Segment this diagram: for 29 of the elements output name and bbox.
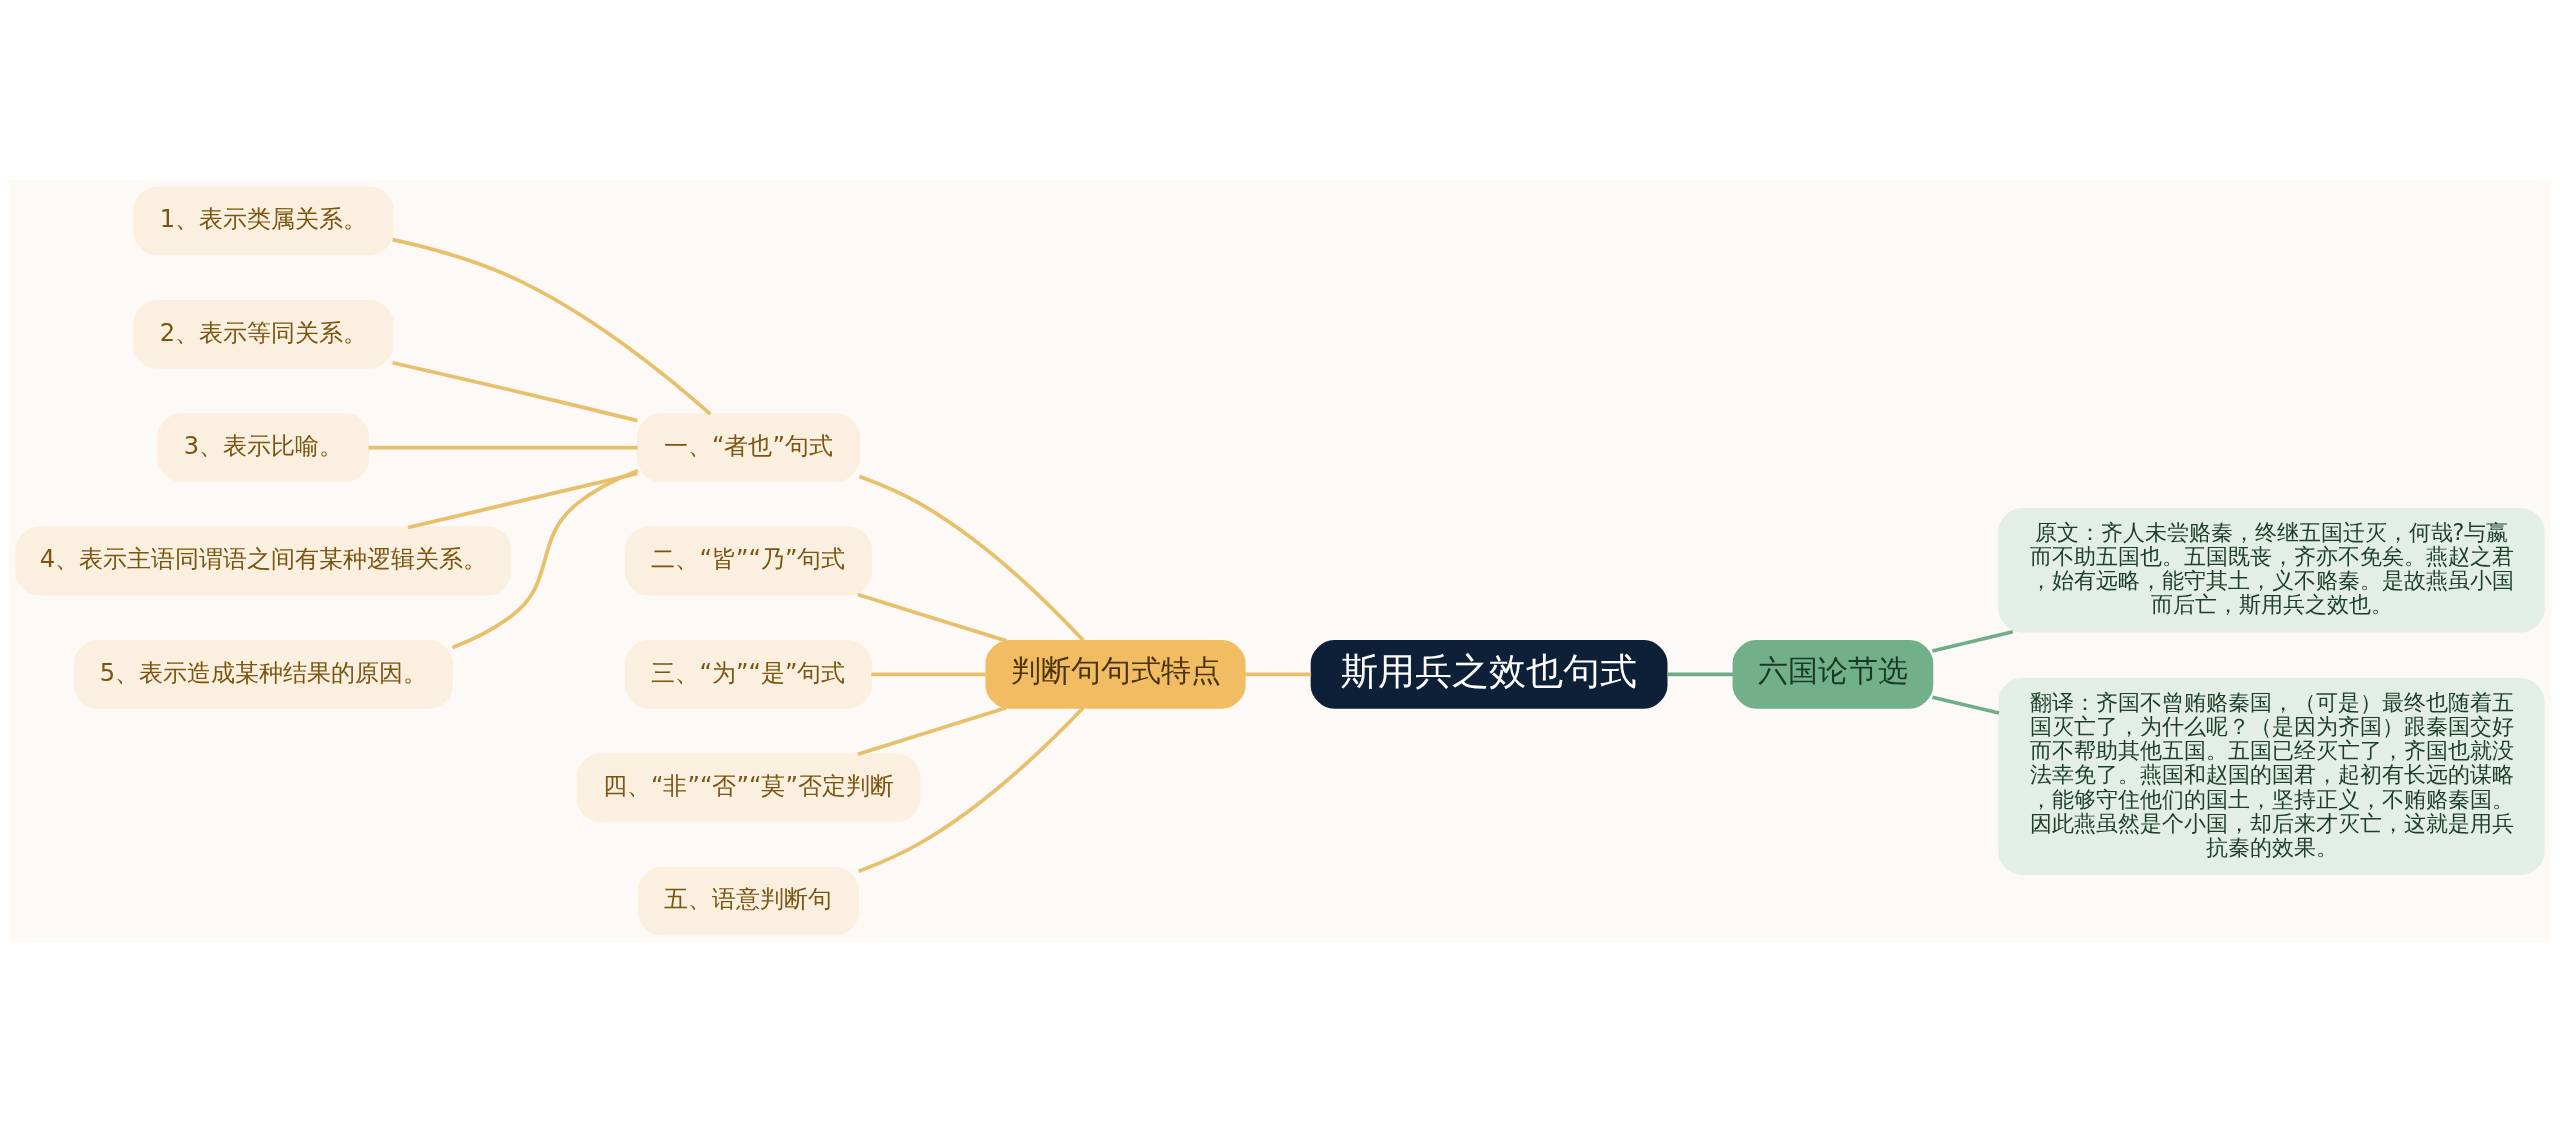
connector xyxy=(857,705,1007,756)
node-box: 原文：齐人未尝赂秦，终继五国迁灭，何哉?与嬴而不助五国也。五国既丧，齐亦不免矣。燕赵之君，始有远略，能守其土，义不赂秦。是故燕虽小国而后亡，斯用兵之效也。 xyxy=(1998,507,2545,633)
node-box: 二、“皆”“乃”句式 xyxy=(624,526,873,595)
node-box: 1、表示类属关系。 xyxy=(133,186,394,255)
connector xyxy=(392,237,712,415)
node-box: 斯用兵之效也句式 xyxy=(1310,639,1668,709)
node-box: 三、“为”“是”句式 xyxy=(624,639,873,709)
connector xyxy=(407,471,638,529)
node-box: 2、表示等同关系。 xyxy=(133,299,394,369)
connector xyxy=(1667,672,1733,676)
connector xyxy=(871,672,986,676)
node-box: 5、表示造成某种结果的原因。 xyxy=(73,639,453,709)
node-box: 3、表示比喻。 xyxy=(157,412,370,482)
node-box: 判断句句式特点 xyxy=(985,639,1246,709)
connector xyxy=(451,468,639,649)
connector xyxy=(368,445,638,449)
connector xyxy=(1245,672,1312,676)
connector xyxy=(858,474,1085,642)
connector xyxy=(857,706,1085,873)
connector xyxy=(1931,695,2000,715)
node-box: 六国论节选 xyxy=(1732,639,1934,709)
node-box: 翻译：齐国不曾贿赂秦国，（可是）最终也随着五国灭亡了，为什么呢？（是因为齐国）跟秦国交好而不帮助其他五国。五国已经灭亡了，齐国也就没法幸免了。燕国和赵国的国君，起初有长远的谋略，能够守住他们的国土，坚持正义，不贿赂秦国。因此燕虽然是个小国，却后来才灭亡，这就是用兵抗秦的效果。 xyxy=(1998,677,2545,875)
node-box: 五、语意判断句 xyxy=(637,866,860,935)
connector xyxy=(392,360,638,422)
connector xyxy=(857,592,1007,643)
node-box: 一、“者也”句式 xyxy=(636,412,860,482)
node-box: 4、表示主语同谓语之间有某种逻辑关系。 xyxy=(15,526,512,595)
node-box: 四、“非”“否”“莫”否定判断 xyxy=(576,752,921,822)
connector xyxy=(1931,629,2014,653)
